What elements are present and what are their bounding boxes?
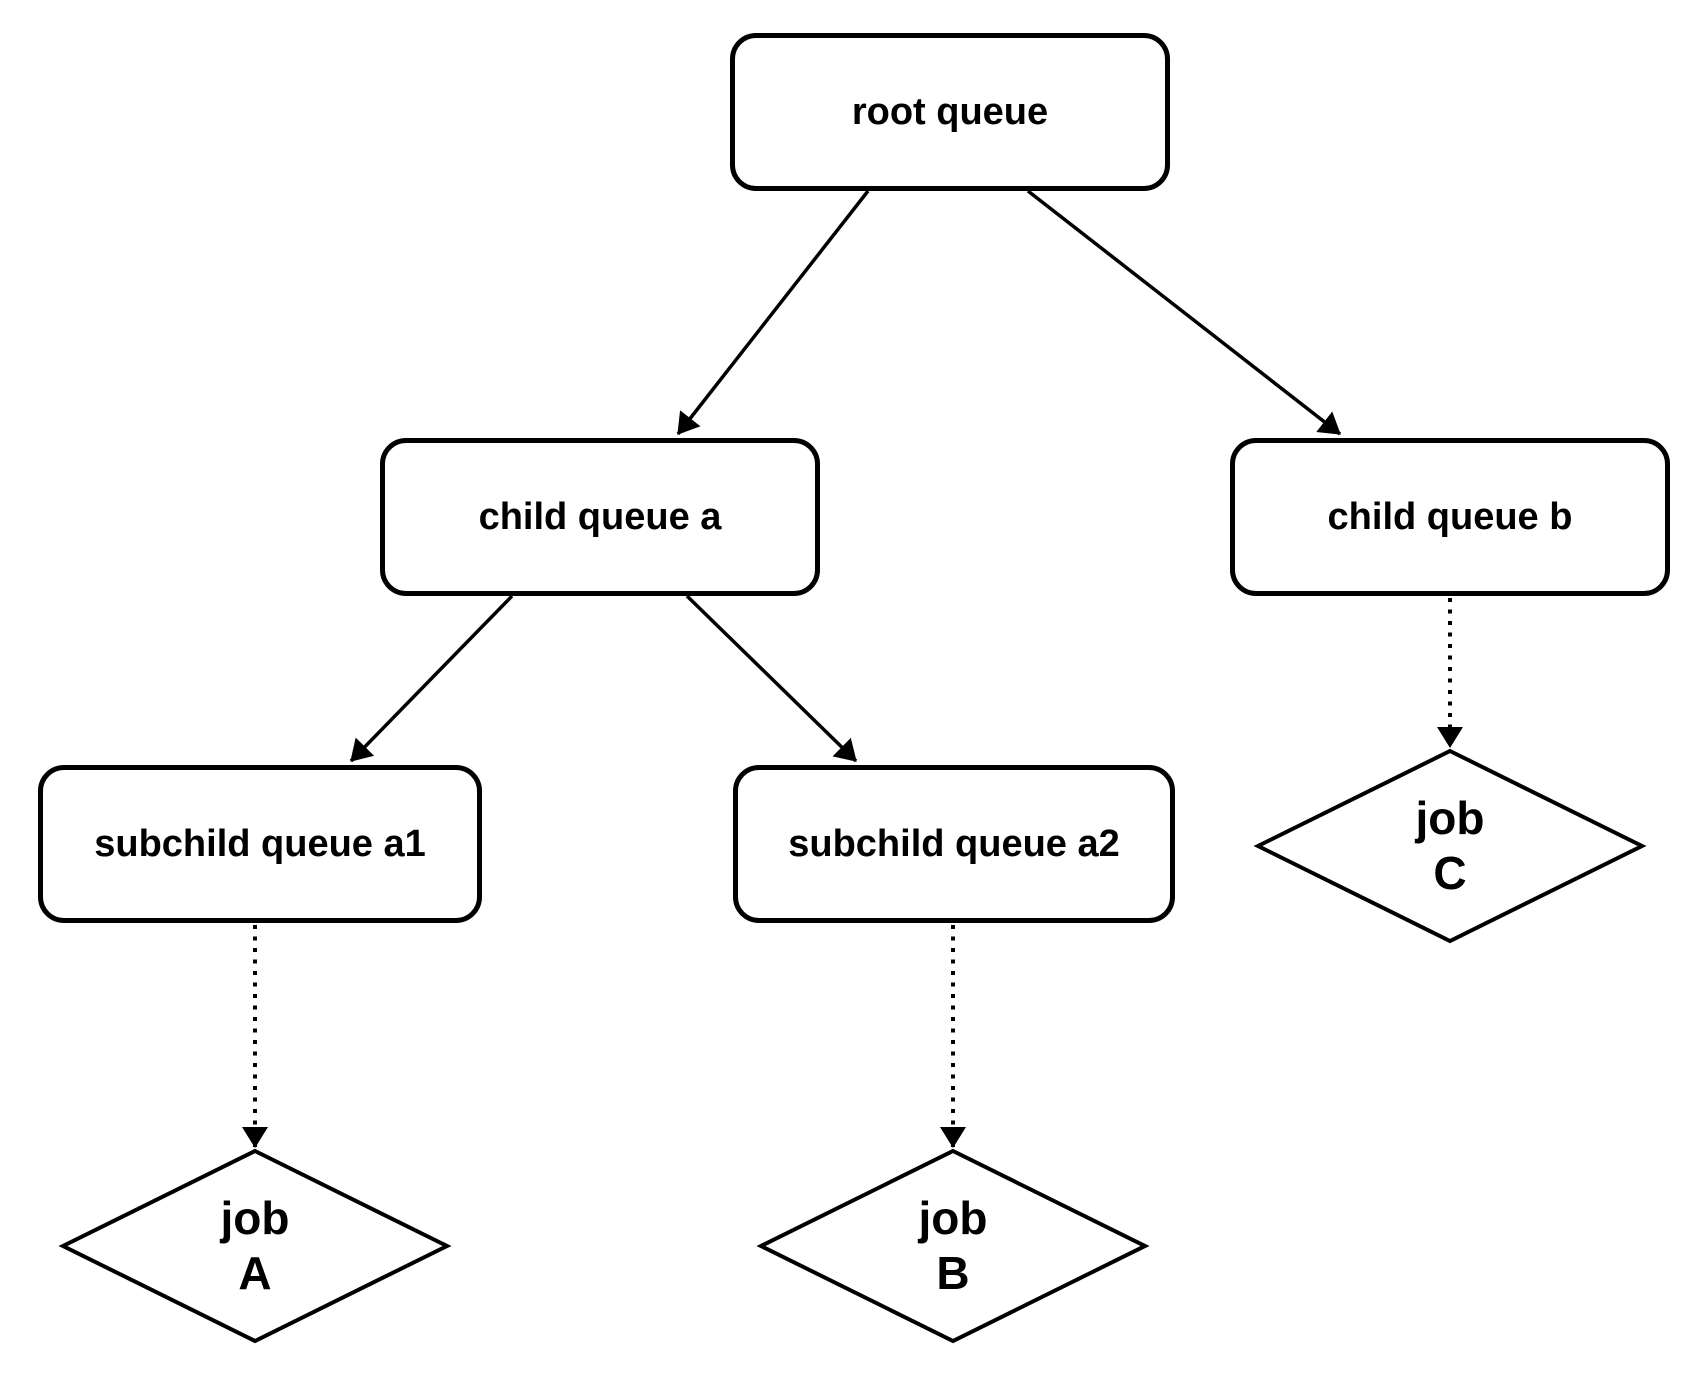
node-subchild-queue-a1: subchild queue a1 <box>38 765 482 923</box>
edge-root-to-child-queue-b <box>1026 189 1342 436</box>
node-subchild-queue-a2: subchild queue a2 <box>733 765 1175 923</box>
job-c-label-line1: job <box>1415 791 1485 844</box>
job-b-label: job B <box>761 1151 1145 1341</box>
edge-child-queue-a-to-subchild-queue-a2 <box>685 594 858 763</box>
job-c-diamond <box>1253 748 1647 944</box>
node-child-queue-b-label: child queue b <box>1327 495 1573 538</box>
job-b-label-line2: B <box>936 1247 970 1299</box>
job-b-label-line1: job <box>918 1191 988 1244</box>
node-child-queue-a: child queue a <box>380 438 820 596</box>
node-subchild-queue-a1-label: subchild queue a1 <box>94 822 426 865</box>
job-a-label-line2: A <box>238 1247 272 1299</box>
node-subchild-queue-a2-label: subchild queue a2 <box>788 822 1120 865</box>
node-child-queue-b: child queue b <box>1230 438 1670 596</box>
job-a-label: job A <box>63 1151 447 1341</box>
edge-child-queue-a-to-subchild-queue-a1 <box>349 594 514 763</box>
job-a-diamond <box>58 1148 452 1344</box>
node-root-queue-label: root queue <box>851 90 1049 133</box>
job-c-label-line2: C <box>1433 847 1467 899</box>
edge-root-to-child-queue-a <box>676 189 870 436</box>
job-a-label-line1: job <box>220 1191 290 1244</box>
node-child-queue-a-label: child queue a <box>478 495 722 538</box>
job-b-diamond <box>756 1148 1150 1344</box>
node-root-queue: root queue <box>730 33 1170 191</box>
job-c-label: job C <box>1258 751 1642 941</box>
